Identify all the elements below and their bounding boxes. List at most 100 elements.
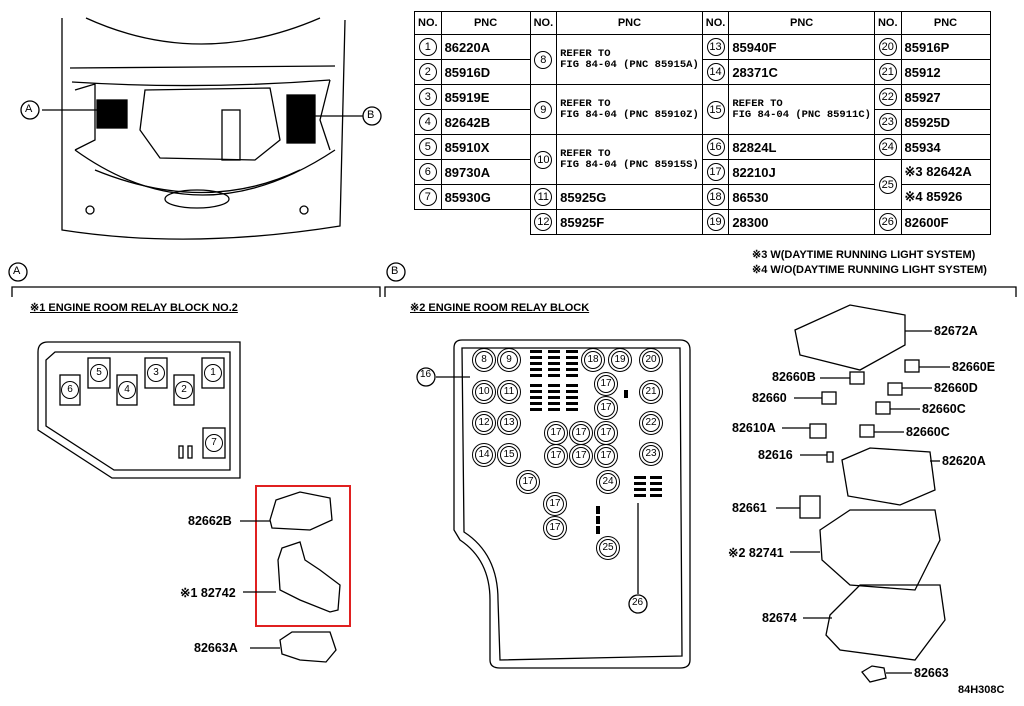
fuse-position-number: 24 bbox=[596, 470, 620, 494]
relay-position-number: 2 bbox=[175, 381, 193, 399]
label-82662b: 82662B bbox=[188, 514, 232, 528]
label-82663a: 82663A bbox=[194, 641, 238, 655]
fuse-position-number: 17 bbox=[543, 516, 567, 540]
table-item-number: 7 bbox=[414, 184, 442, 210]
mini-fuse bbox=[634, 488, 646, 491]
fuse-position-number: 17 bbox=[544, 421, 568, 445]
mini-fuse bbox=[596, 516, 600, 524]
table-item-number: 4 bbox=[414, 109, 442, 135]
item-number-circle: 7 bbox=[418, 188, 437, 206]
table-item-number: 15 bbox=[701, 84, 730, 135]
fuse-position-number: 17 bbox=[594, 396, 618, 420]
relay-position-number: 1 bbox=[204, 364, 222, 382]
table-cell: 85925D bbox=[900, 109, 991, 135]
table-cell: 86530 bbox=[728, 184, 875, 210]
mini-fuse bbox=[650, 494, 662, 497]
table-cell: 85910X bbox=[440, 134, 531, 160]
mini-fuse bbox=[548, 384, 560, 387]
table-item-number: 10 bbox=[529, 134, 558, 185]
fuse-position-number: 13 bbox=[497, 411, 521, 435]
fuse-position-number: 17 bbox=[543, 492, 567, 516]
label-82660: 82660 bbox=[752, 391, 787, 405]
mini-fuse bbox=[596, 526, 600, 534]
table-cell: 85927 bbox=[900, 84, 991, 110]
table-item-number: 2 bbox=[414, 59, 442, 85]
table-item-number: 14 bbox=[701, 59, 730, 85]
relay-position-number: 5 bbox=[90, 364, 108, 382]
table-cell: 85934 bbox=[900, 134, 991, 160]
item-number-circle: 6 bbox=[418, 163, 437, 181]
table-cell: 85930G bbox=[440, 184, 531, 210]
table-cell: 28371C bbox=[728, 59, 875, 85]
item-number-circle: 24 bbox=[878, 138, 897, 156]
mini-fuse bbox=[530, 356, 542, 359]
label-26: 26 bbox=[632, 597, 644, 608]
fuse-positions bbox=[530, 350, 662, 534]
marker-b: B bbox=[391, 265, 399, 277]
note-3: ※3 W(DAYTIME RUNNING LIGHT SYSTEM) bbox=[752, 249, 976, 261]
table-cell: 85925F bbox=[556, 209, 703, 235]
drawing-reference-code: 84H308C bbox=[958, 684, 1005, 696]
mini-fuse bbox=[530, 408, 542, 411]
fuse-position-number: 17 bbox=[569, 444, 593, 468]
mini-fuse bbox=[566, 362, 578, 365]
relay-position-number: 7 bbox=[205, 434, 223, 452]
mini-fuse bbox=[548, 374, 560, 377]
table-cell bbox=[415, 210, 442, 235]
mini-fuse bbox=[548, 350, 560, 353]
item-number-circle: 23 bbox=[878, 113, 897, 131]
fuse-position-number: 17 bbox=[544, 444, 568, 468]
part-82620a-block bbox=[841, 447, 936, 506]
label-82620a: 82620A bbox=[942, 454, 986, 468]
col-pnc-3: PNC bbox=[728, 11, 875, 35]
mini-fuse bbox=[650, 488, 662, 491]
label-82660c-2: 82660C bbox=[906, 425, 950, 439]
ref-line: FIG 84-04 (PNC 85915A) bbox=[560, 58, 699, 71]
mini-fuse bbox=[566, 390, 578, 393]
mini-fuse bbox=[566, 408, 578, 411]
fuse-position-number: 17 bbox=[516, 470, 540, 494]
fuse-position-number: 11 bbox=[497, 380, 521, 404]
table-item-number: 21 bbox=[873, 59, 902, 85]
table-item-number: 25 bbox=[873, 159, 902, 210]
table-item-number: 8 bbox=[529, 34, 558, 85]
fuse-position-number: 17 bbox=[594, 372, 618, 396]
table-cell: ※3 82642A bbox=[900, 159, 991, 185]
table-item-number: 6 bbox=[414, 159, 442, 185]
note-4: ※4 W/O(DAYTIME RUNNING LIGHT SYSTEM) bbox=[752, 264, 987, 276]
mini-fuse bbox=[634, 476, 646, 479]
table-item-number: 22 bbox=[873, 84, 902, 110]
table-cell: 85919E bbox=[440, 84, 531, 110]
label-82660c-1: 82660C bbox=[922, 402, 966, 416]
table-cell: 85912 bbox=[900, 59, 991, 85]
mini-fuse bbox=[650, 482, 662, 485]
col-pnc-4: PNC bbox=[900, 11, 991, 35]
ref-line: FIG 84-04 (PNC 85915S) bbox=[560, 158, 699, 171]
table-item-number: 24 bbox=[873, 134, 902, 160]
relay-block-a-location bbox=[96, 99, 128, 129]
marker-b-top: B bbox=[367, 109, 375, 121]
mini-fuse bbox=[530, 396, 542, 399]
relay-block-no2-outline bbox=[37, 341, 241, 479]
relay-position-number: 6 bbox=[61, 381, 79, 399]
heading-relay-block-no2: ※1 ENGINE ROOM RELAY BLOCK NO.2 bbox=[30, 302, 238, 314]
mini-fuse bbox=[530, 368, 542, 371]
table-item-number: 13 bbox=[701, 34, 730, 60]
item-number-circle: 21 bbox=[878, 63, 897, 81]
table-item-number: 12 bbox=[529, 209, 558, 235]
mini-fuse bbox=[530, 350, 542, 353]
mini-fuse bbox=[566, 396, 578, 399]
table-item-number: 19 bbox=[701, 209, 730, 235]
item-number-circle: 15 bbox=[706, 100, 725, 119]
marker-a-top: A bbox=[25, 103, 33, 115]
fuse-position-number: 20 bbox=[639, 348, 663, 372]
fuse-position-number: 14 bbox=[472, 443, 496, 467]
ref-line: FIG 84-04 (PNC 85911C) bbox=[732, 108, 871, 121]
item-number-circle: 22 bbox=[878, 88, 897, 106]
fuse-position-number: 23 bbox=[639, 442, 663, 466]
mini-fuse bbox=[530, 374, 542, 377]
mini-fuse bbox=[530, 402, 542, 405]
